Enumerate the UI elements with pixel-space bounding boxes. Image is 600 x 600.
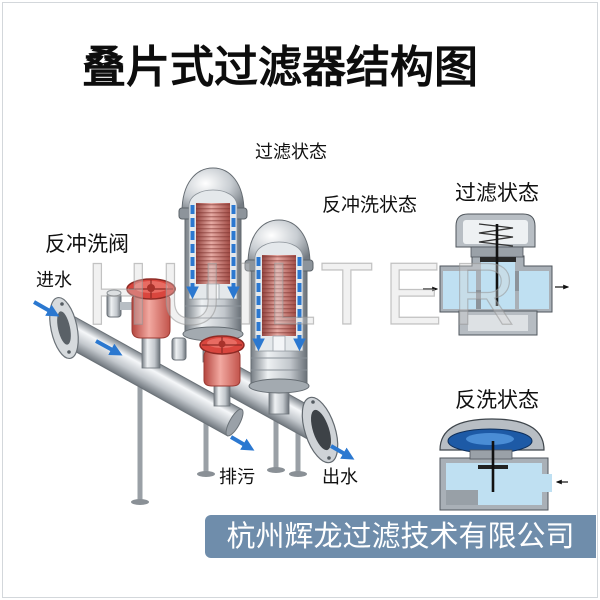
backwash-valve-left	[106, 278, 176, 369]
base-interior	[468, 315, 528, 331]
detail-label-filter-state: 过滤状态	[455, 181, 539, 205]
flange-bolt	[327, 456, 331, 460]
page-title: 叠片式过滤器结构图	[82, 42, 478, 93]
outlet-flange	[301, 396, 339, 464]
flow-arrows	[33, 300, 355, 460]
pipe-end-cap	[225, 408, 244, 437]
filter-core	[206, 283, 220, 300]
inlet-flow-arrow	[33, 300, 60, 317]
flange-opening	[57, 311, 71, 345]
gauge-connector	[120, 302, 134, 310]
backwash-valve-right	[171, 335, 245, 407]
leg-foot	[197, 471, 215, 477]
chamber-wall	[515, 271, 519, 291]
drain-flow-arrow	[229, 435, 255, 451]
flange-bolt	[60, 302, 64, 306]
label-backwash-state: 反冲洗状态	[322, 194, 418, 216]
label-backwash-valve: 反冲洗阀	[45, 232, 129, 256]
handwheel-hub	[218, 340, 226, 348]
detail-filter-state	[423, 213, 570, 336]
company-banner: 杭州辉龙过滤技术有限公司	[205, 515, 596, 558]
manifold-flow-arrow	[95, 339, 123, 356]
company-name: 杭州辉龙过滤技术有限公司	[226, 519, 575, 553]
filter-bottom-collar	[248, 378, 310, 394]
filter-core	[272, 335, 286, 352]
cap-interior	[463, 220, 528, 244]
valve-body	[131, 293, 171, 339]
detail-label-backwash-state: 反洗状态	[455, 388, 539, 412]
valve-neck	[469, 449, 513, 460]
label-drain: 排污	[219, 467, 255, 488]
flange-bolt	[311, 400, 315, 404]
pressure-gauge	[106, 292, 122, 318]
label-inlet: 进水	[36, 270, 72, 291]
valve-stub	[141, 333, 161, 369]
disc-grooves	[262, 255, 296, 336]
lower-wall	[446, 490, 478, 505]
leg-foot	[131, 499, 149, 505]
outlet-flow-arrow	[329, 444, 355, 460]
chamber-wall	[476, 290, 481, 309]
outlet-chamber	[519, 271, 549, 309]
detail-backwash-state	[439, 418, 568, 511]
diaphragm-highlight	[466, 433, 514, 445]
flange-bolt	[67, 350, 71, 354]
filter-unit-back	[178, 167, 248, 363]
filter-unit-front	[244, 219, 314, 415]
handwheel-hub	[147, 284, 155, 292]
side-fitting	[171, 337, 187, 361]
flange-opening	[310, 409, 332, 451]
disc-grooves	[196, 203, 230, 284]
label-filter-state: 过滤状态	[255, 142, 327, 163]
inlet-chamber	[443, 271, 476, 309]
leg-foot	[267, 467, 285, 473]
valve-body	[203, 349, 241, 387]
gauge-top	[106, 289, 122, 297]
outlet-channel	[542, 474, 552, 492]
label-outlet: 出水	[322, 467, 358, 488]
leg-foot	[289, 471, 307, 477]
